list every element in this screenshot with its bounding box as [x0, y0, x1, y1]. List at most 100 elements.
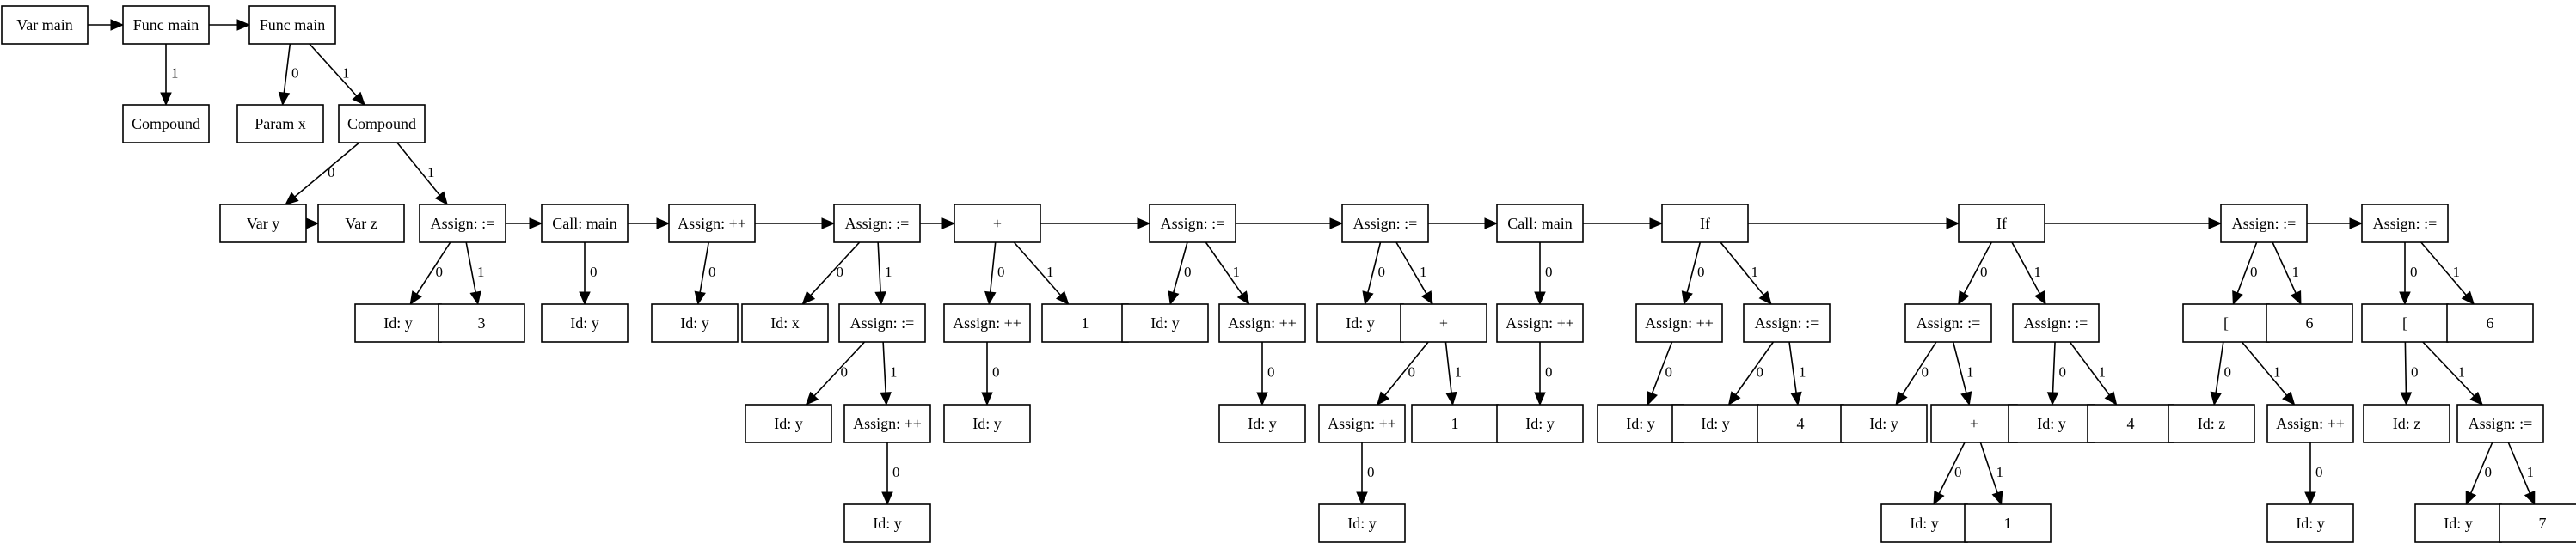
node-box	[2168, 404, 2255, 443]
edge-label: 0	[2224, 364, 2232, 381]
node-label: 3	[478, 314, 486, 332]
node-n9: Assign: :=	[419, 204, 506, 243]
arrowhead-icon	[1256, 392, 1268, 406]
edge-label: 0	[1408, 364, 1416, 381]
arrowhead-icon	[2046, 392, 2059, 406]
edge-n36-n39	[1583, 217, 1664, 229]
arrowhead-icon	[469, 290, 481, 306]
node-box	[2087, 404, 2174, 443]
node-label: Id: y	[1869, 415, 1898, 432]
node-n29: Id: y	[1218, 404, 1306, 443]
edge-n60-n66: 1	[2420, 241, 2475, 305]
node-box	[541, 303, 629, 343]
node-label: Id: y	[2444, 515, 2473, 532]
node-n23: Assign: ++	[943, 303, 1031, 343]
node-box	[741, 303, 829, 343]
node-box	[1318, 503, 1406, 543]
node-label: [	[2223, 314, 2229, 332]
node-n52: Id: y	[2008, 404, 2095, 443]
edge-n26-n30	[1236, 217, 1344, 229]
node-box	[2361, 303, 2449, 343]
node-n62: Id: z	[2363, 404, 2450, 443]
edge-n45-n51: 1	[2011, 241, 2046, 306]
edge-n46-n48: 1	[1952, 341, 1974, 406]
arrowhead-icon	[1056, 290, 1070, 305]
node-label: Var z	[345, 215, 377, 232]
edge-line	[309, 43, 358, 97]
node-box	[122, 5, 210, 45]
node-box	[1496, 303, 1584, 343]
edge-line	[699, 241, 709, 293]
node-label: [	[2402, 314, 2407, 332]
node-box	[2008, 404, 2095, 443]
arrowhead-icon	[941, 217, 956, 229]
arrowhead-icon	[1958, 290, 1970, 306]
arrowhead-icon	[1991, 491, 2003, 506]
node-label: Assign: ++	[2276, 415, 2345, 432]
arrowhead-icon	[1681, 290, 1693, 306]
arrowhead-icon	[1420, 290, 1433, 306]
edge-line	[877, 241, 881, 293]
node-box	[2012, 303, 2100, 343]
arrowhead-icon	[984, 290, 997, 306]
node-label: 4	[2127, 415, 2135, 432]
node-n34: Id: y	[1318, 503, 1406, 543]
arrowhead-icon	[2232, 290, 2243, 306]
node-n2: Func main	[122, 5, 210, 45]
node-n7: Var y	[219, 204, 307, 243]
node-box	[1218, 303, 1306, 343]
node-label: Id: y	[570, 314, 599, 332]
edge-n51-n53: 1	[2069, 341, 2118, 406]
node-n57: Assign: ++	[2266, 404, 2354, 443]
edge-label: 1	[2273, 364, 2281, 381]
edge-n57-n58: 0	[2304, 442, 2323, 506]
edge-label: 0	[2059, 364, 2067, 381]
arrowhead-icon	[305, 217, 320, 229]
arrowhead-icon	[2208, 217, 2223, 229]
edge-line	[1735, 341, 1775, 396]
edge-label: 1	[1751, 264, 1759, 280]
edge-line	[1938, 442, 1966, 494]
edge-label: 0	[1757, 364, 1764, 381]
edge-label: 0	[837, 264, 844, 280]
node-n24: Id: y	[943, 404, 1031, 443]
edge-n42-n43: 0	[1727, 341, 1775, 406]
edge-label: 0	[2410, 264, 2418, 280]
edge-n63-n65: 1	[2507, 442, 2536, 506]
edge-line	[1205, 241, 1243, 295]
edge-n54-n55: 0	[2232, 241, 2258, 306]
node-n18: Assign: :=	[838, 303, 926, 343]
node-n54: Assign: :=	[2220, 204, 2308, 243]
arrowhead-icon	[874, 291, 886, 306]
arrowhead-icon	[529, 217, 543, 229]
node-label: Assign: ++	[1228, 314, 1297, 332]
edge-n14-n16	[755, 217, 836, 229]
edge-label: 1	[2527, 464, 2535, 480]
node-label: Id: z	[2393, 415, 2420, 432]
edge-label: 0	[708, 264, 716, 280]
node-label: Assign: :=	[1353, 215, 1418, 232]
node-label: +	[1439, 314, 1448, 332]
node-label: Assign: ++	[1506, 314, 1574, 332]
edge-n22-n25: 1	[1013, 241, 1070, 305]
arrowhead-icon	[1647, 391, 1658, 406]
node-box	[1964, 503, 2052, 543]
node-n33: Assign: ++	[1318, 404, 1406, 443]
node-box	[943, 303, 1031, 343]
node-box	[2499, 503, 2576, 543]
edge-n32-n33: 0	[1377, 341, 1429, 406]
edge-label: 1	[1966, 364, 1974, 381]
edge-n1-n2	[88, 19, 125, 31]
node-box	[354, 303, 442, 343]
edge-line	[813, 341, 866, 397]
edge-label: 0	[1545, 364, 1553, 381]
arrowhead-icon	[805, 391, 819, 406]
arrowhead-icon	[2304, 491, 2316, 506]
arrowhead-icon	[236, 19, 251, 31]
node-box	[2456, 404, 2544, 443]
edge-line	[1384, 341, 1429, 396]
node-n1: Var main	[1, 5, 89, 45]
edge-n20-n21: 0	[881, 442, 900, 506]
node-n22: +	[954, 204, 1041, 243]
arrowhead-icon	[1727, 391, 1741, 406]
